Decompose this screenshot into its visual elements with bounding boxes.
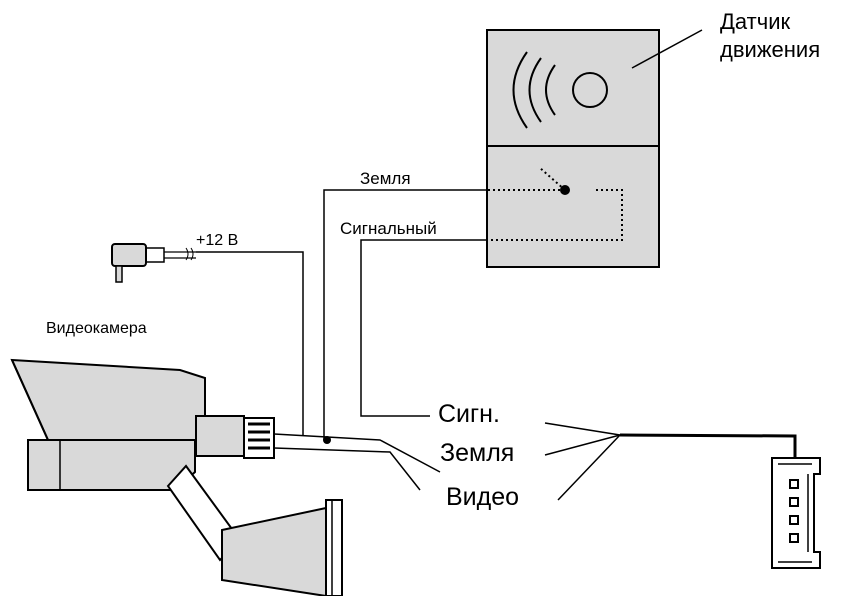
security-camera-icon	[12, 360, 342, 596]
ground-leader	[545, 435, 620, 455]
ground-junction	[324, 437, 330, 443]
video-label: Видео	[446, 483, 520, 511]
motion-sensor-label-line1: Датчик	[720, 9, 791, 34]
power-plug-icon	[112, 244, 196, 282]
signal-top-label: Сигнальный	[340, 219, 437, 238]
sig-short-label: Сигн.	[438, 400, 500, 428]
ground-top-label: Земля	[360, 169, 411, 188]
camera-label: Видеокамера	[46, 320, 147, 337]
four-pin-connector-icon	[772, 458, 820, 568]
video-leader	[558, 435, 620, 500]
power-wire	[196, 252, 303, 435]
ground-wire-top	[324, 190, 488, 440]
motion-sensor-label-line2: движения	[720, 37, 821, 62]
sig-leader	[545, 423, 620, 435]
camera-cable	[274, 434, 440, 472]
motion-sensor-icon	[487, 30, 659, 267]
connector-cable	[620, 435, 795, 458]
ground-bottom-label: Земля	[440, 439, 515, 467]
camera-cable-lower	[274, 448, 420, 490]
power-label: +12 В	[196, 232, 239, 249]
signal-wire-top	[361, 240, 488, 416]
sensor-label-leader	[632, 30, 702, 68]
